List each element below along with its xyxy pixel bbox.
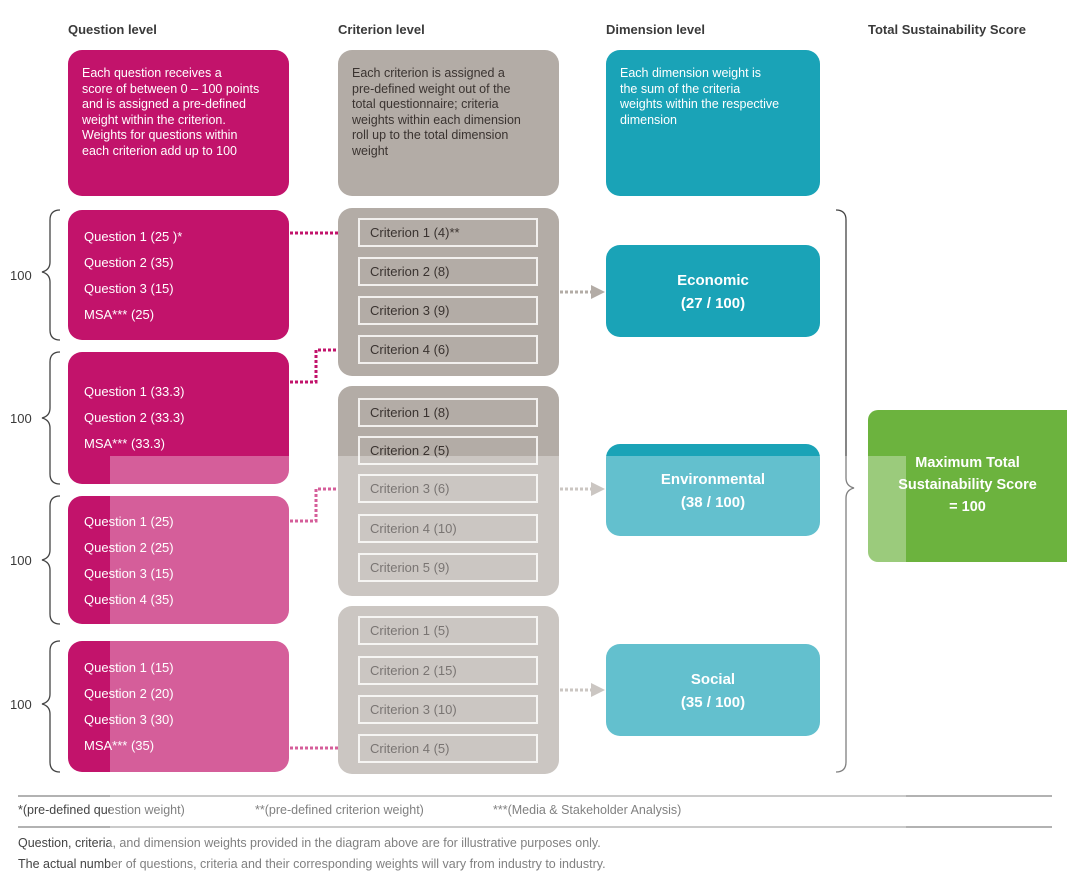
group-sum-label: 100 [10,411,32,426]
question-item: MSA*** (33.3) [84,436,165,451]
dimension-name: Environmental [660,471,766,488]
question-item: Question 1 (25 )* [84,229,183,244]
criterion-item: Criterion 2 (15) [358,656,538,685]
criterion-item: Criterion 4 (5) [358,734,538,763]
question-item: Question 3 (15) [84,566,174,581]
question-group-2: Question 1 (33.3) Question 2 (33.3) MSA*… [68,352,289,484]
criterion-group-environmental [338,386,559,596]
question-item: Question 2 (25) [84,540,174,555]
dimension-name: Social [690,671,736,688]
question-item: Question 2 (33.3) [84,410,185,425]
bracket-group-4 [41,640,61,773]
bracket-group-1 [41,209,61,341]
dimension-level-description: Each dimension weight is the sum of the … [606,50,820,196]
question-item: Question 1 (33.3) [84,384,185,399]
dimension-name: Economic [677,272,749,289]
dimension-environmental: Environmental (38 / 100) [606,444,820,536]
group-sum-label: 100 [10,268,32,283]
question-item: Question 3 (15) [84,281,174,296]
question-item: Question 1 (25) [84,514,174,529]
total-line: Maximum Total [915,455,1020,471]
criterion-item: Criterion 4 (6) [358,335,538,364]
criterion-group-economic [338,208,559,376]
criterion-item: Criterion 1 (5) [358,616,538,645]
criterion-item: Criterion 3 (9) [358,296,538,325]
arrowhead [591,683,605,697]
question-item: Question 4 (35) [84,592,174,607]
header-criterion-level: Criterion level [338,22,425,37]
bracket-group-3 [41,495,61,625]
question-item: MSA*** (25) [84,307,155,322]
header-question-level: Question level [68,22,157,37]
criterion-item: Criterion 3 (10) [358,695,538,724]
criterion-item: Criterion 1 (8) [358,398,538,427]
legend-criterion-weight: **(pre-defined criterion weight) [255,803,424,817]
criterion-item: Criterion 2 (8) [358,257,538,286]
total-line: = 100 [949,499,986,515]
criterion-item: Criterion 5 (9) [358,553,538,582]
legend-question-weight: *(pre-defined question weight) [18,803,185,817]
dimension-social: Social (35 / 100) [606,644,820,736]
question-group-1: Question 1 (25 )* Question 2 (35) Questi… [68,210,289,340]
criterion-item: Criterion 1 (4)** [358,218,538,247]
dimension-economic: Economic (27 / 100) [606,245,820,337]
dimension-weight: (27 / 100) [680,295,746,312]
criterion-to-dimension-arrows [560,290,592,692]
dimension-weight: (35 / 100) [680,694,746,711]
question-group-3: Question 1 (25) Question 2 (25) Question… [68,496,289,624]
group-sum-label: 100 [10,697,32,712]
criterion-item: Criterion 4 (10) [358,514,538,543]
footnote-line-2: The actual number of questions, criteria… [18,857,606,871]
criterion-item: Criterion 3 (6) [358,474,538,503]
criterion-group-social [338,606,559,774]
left-brackets [41,209,61,773]
question-item: MSA*** (35) [84,738,155,753]
question-item: Question 2 (20) [84,686,174,701]
question-to-criterion-arrows [290,231,342,750]
header-total-score: Total Sustainability Score [868,22,1026,37]
footnote-line-1: Question, criteria, and dimension weight… [18,836,601,850]
bracket-group-2 [41,351,61,485]
question-item: Question 3 (30) [84,712,174,727]
criterion-level-description: Each criterion is assigned a pre-defined… [338,50,559,196]
right-bracket [835,209,855,773]
total-score-box: Maximum Total Sustainability Score = 100 [868,410,1067,562]
arrowhead [591,482,605,496]
question-item: Question 1 (15) [84,660,174,675]
total-line: Sustainability Score [898,477,1037,493]
question-item: Question 2 (35) [84,255,174,270]
question-group-4: Question 1 (15) Question 2 (20) Question… [68,641,289,772]
arrowhead [591,285,605,299]
group-sum-label: 100 [10,553,32,568]
legend-msa: ***(Media & Stakeholder Analysis) [493,803,682,817]
header-dimension-level: Dimension level [606,22,705,37]
dimension-weight: (38 / 100) [680,494,746,511]
question-level-description: Each question receives a score of betwee… [68,50,289,196]
criterion-item: Criterion 2 (5) [358,436,538,465]
